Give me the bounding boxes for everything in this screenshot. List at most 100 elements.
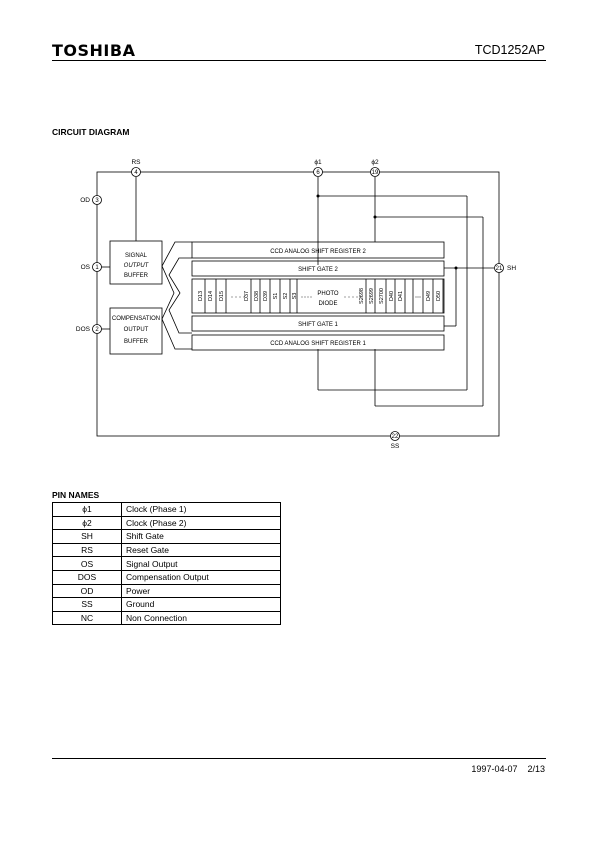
pin-od-circle xyxy=(92,195,102,205)
pin-function: Ground xyxy=(121,597,281,612)
pin-symbol: RS xyxy=(52,542,122,558)
pin-os-label: OS xyxy=(81,264,91,271)
photodiode-cell-label: D14 xyxy=(208,291,214,301)
signal-buffer-line-2: OUTPUT xyxy=(124,263,150,269)
footer-page: 2/13 xyxy=(527,764,545,774)
shift-gate-2 xyxy=(191,260,445,277)
pin-symbol: ϕ1 xyxy=(52,502,122,517)
comp-buffer-line-1: COMPENSATION xyxy=(112,316,160,322)
photodiode-cell-label: D40 xyxy=(389,291,395,301)
pin-sh-circle xyxy=(494,263,504,273)
photodiode-cell-label: S2698 xyxy=(359,288,365,304)
pin-function: Shift Gate xyxy=(121,529,281,544)
photodiode-cell-label: S1 xyxy=(273,293,279,300)
transfer-region-outline xyxy=(161,241,192,350)
photodiode-cell-label: D15 xyxy=(219,291,225,301)
comp-buffer-line-3: BUFFER xyxy=(124,339,149,345)
photodiode-cell-label: D13 xyxy=(198,291,204,301)
pin-dos-circle xyxy=(92,324,102,334)
header-rule xyxy=(52,60,546,61)
photodiode-cell-label: S3 xyxy=(292,293,298,300)
pin-os-circle xyxy=(92,262,102,272)
pin-function: Clock (Phase 1) xyxy=(121,502,281,517)
transfer-region-inner xyxy=(168,257,192,334)
brand-logo: TOSHIBA xyxy=(52,41,136,60)
pin-function: Signal Output xyxy=(121,556,281,571)
ccd-register-1-label: CCD ANALOG SHIFT REGISTER 1 xyxy=(270,341,366,347)
photodiode-cell-label: D38 xyxy=(254,291,260,301)
photodiode-cell-label: S2 xyxy=(283,293,289,300)
pin-sh-label: SH xyxy=(507,265,516,272)
junction-sh xyxy=(454,266,458,270)
photodiode-cell-label: D39 xyxy=(263,291,269,301)
junction-phi1 xyxy=(316,194,320,198)
signal-buffer-line-3: BUFFER xyxy=(124,273,149,279)
pin-ss-circle xyxy=(390,431,400,441)
pin-ss-number: 22 xyxy=(392,434,399,440)
pin-phi1-label: ϕ1 xyxy=(314,159,322,166)
part-number: TCD1252AP xyxy=(474,43,545,57)
photo-diode-label-1: PHOTO xyxy=(317,291,339,297)
pin-rs-number: 4 xyxy=(134,170,138,176)
pin-symbol: OS xyxy=(52,556,122,571)
package-outline xyxy=(96,171,500,437)
pin-symbol: DOS xyxy=(52,569,122,585)
pin-os-number: 1 xyxy=(95,265,99,271)
signal-buffer-line-1: SIGNAL xyxy=(125,253,148,259)
pin-sh-number: 21 xyxy=(496,266,503,272)
pin-phi2-circle xyxy=(370,167,380,177)
pin-symbol: NC xyxy=(52,610,122,626)
pin-symbol: SS xyxy=(52,597,122,612)
pin-symbol: ϕ2 xyxy=(52,515,122,531)
photodiode-cell-label: S2699 xyxy=(369,288,375,304)
photodiode-cell-label: D49 xyxy=(426,291,432,301)
pin-ss-label: SS xyxy=(391,443,400,450)
photodiode-cell-label: D37 xyxy=(244,291,250,301)
pin-od-label: OD xyxy=(80,197,90,204)
pin-function: Power xyxy=(121,583,281,599)
ccd-register-2 xyxy=(191,241,445,259)
ccd-register-1 xyxy=(191,334,445,351)
shift-gate-2-label: SHIFT GATE 2 xyxy=(298,267,338,273)
compensation-output-buffer xyxy=(109,307,163,355)
pin-phi2-label: ϕ2 xyxy=(371,159,379,166)
pin-function: Non Connection xyxy=(121,610,281,626)
pin-phi1-circle xyxy=(313,167,323,177)
pin-rs-circle xyxy=(131,167,141,177)
pin-function: Compensation Output xyxy=(121,569,281,585)
photo-diode-array xyxy=(191,278,445,314)
pin-rs-label: RS xyxy=(131,159,141,166)
pin-function: Clock (Phase 2) xyxy=(121,515,281,531)
footer-date: 1997-04-07 xyxy=(471,764,518,774)
shift-gate-1-label: SHIFT GATE 1 xyxy=(298,322,338,328)
ccd-register-2-label: CCD ANALOG SHIFT REGISTER 2 xyxy=(270,249,366,255)
pin-symbol: SH xyxy=(52,529,122,544)
circuit-diagram: 4 6 19 3 1 2 21 22 RS ϕ1 ϕ2 OD OS DOS SH… xyxy=(76,159,516,450)
signal-output-buffer xyxy=(109,240,163,285)
pin-dos-number: 2 xyxy=(95,327,99,333)
pin-phi1-number: 6 xyxy=(316,170,320,176)
circuit-diagram-title: CIRCUIT DIAGRAM xyxy=(52,127,130,137)
shift-gate-1 xyxy=(191,315,445,332)
pin-symbol: OD xyxy=(52,583,122,599)
junction-phi2 xyxy=(373,215,377,219)
pin-names-title: PIN NAMES xyxy=(52,490,100,500)
photodiode-cell-label: D41 xyxy=(398,291,404,301)
photo-diode-label-2: DIODE xyxy=(318,301,337,307)
pin-od-number: 3 xyxy=(95,198,99,204)
pin-dos-label: DOS xyxy=(76,326,91,333)
footer-rule xyxy=(52,758,546,759)
photodiode-cell-label: D50 xyxy=(436,291,442,301)
pin-function: Reset Gate xyxy=(121,542,281,558)
photodiode-cell-label: S2700 xyxy=(379,288,385,304)
